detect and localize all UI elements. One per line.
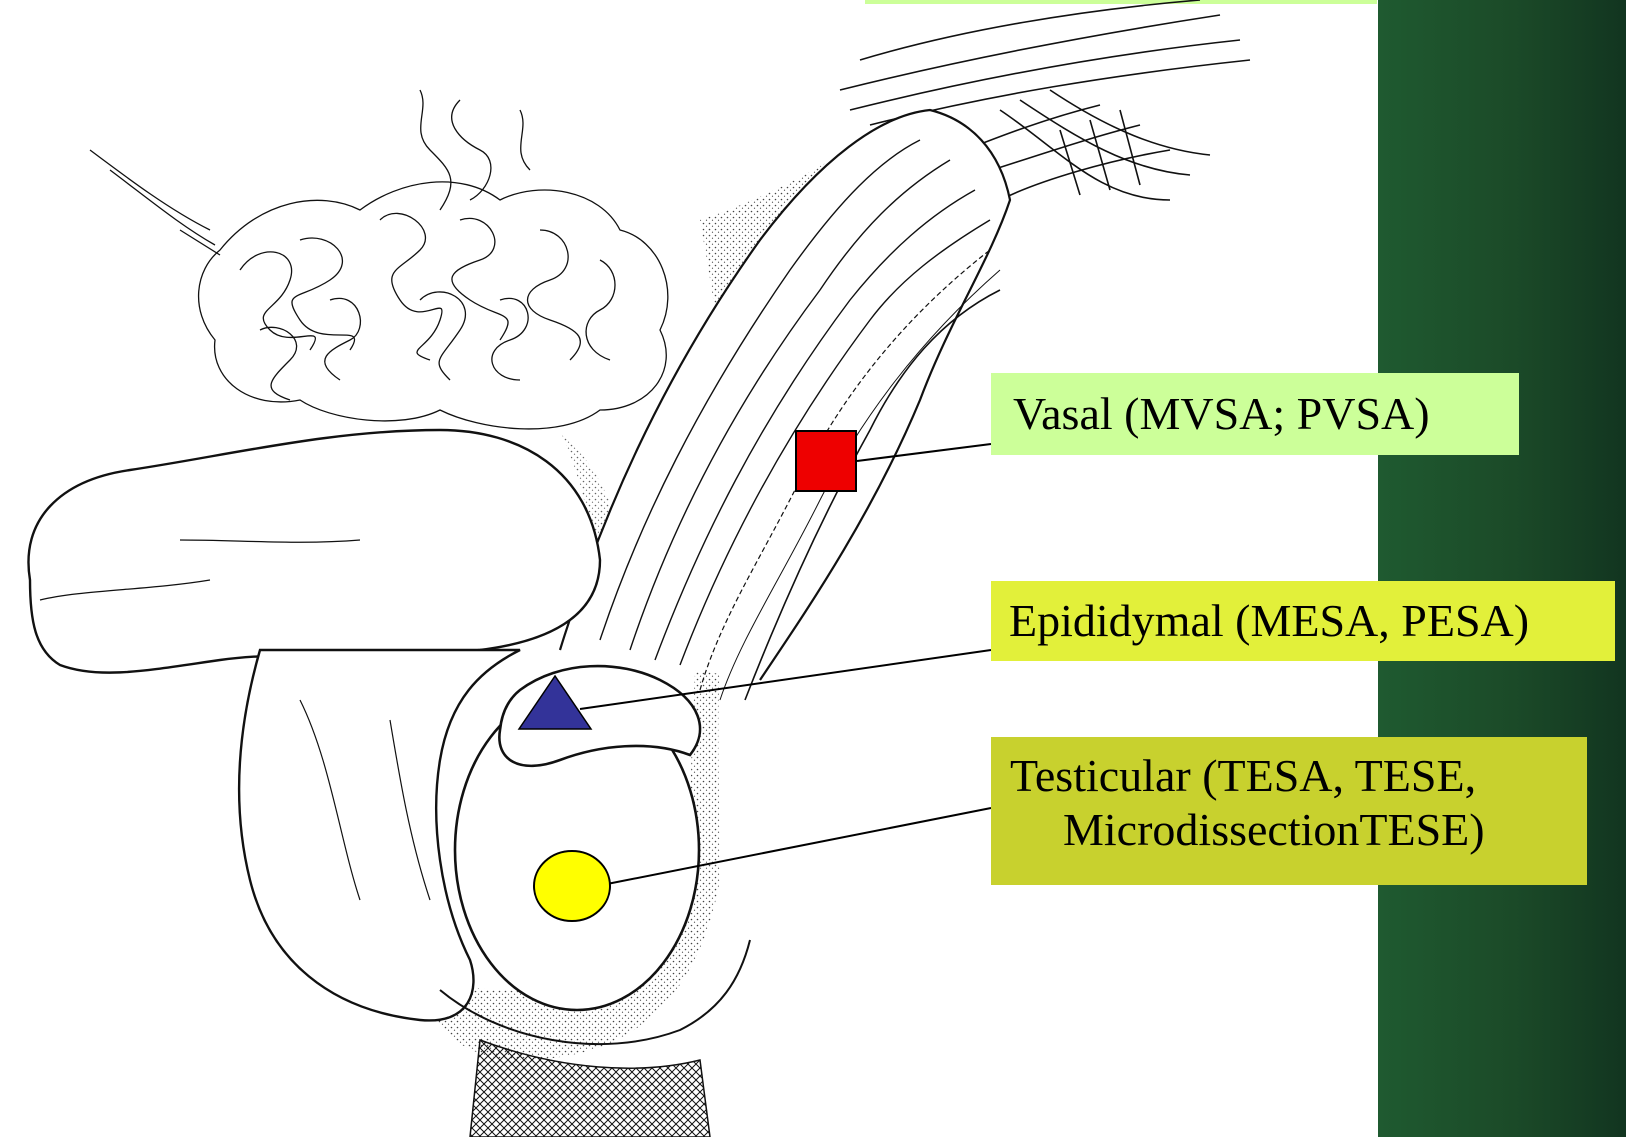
slide-sidebar [1378, 0, 1626, 1137]
epididymal-label: Epididymal (MESA, PESA) [991, 581, 1615, 661]
anatomy-illustration [0, 0, 1378, 1137]
vasal-marker-square [796, 431, 856, 491]
cross-hatching [470, 1040, 710, 1137]
testicular-label-line1: Testicular (TESA, TESE, [1010, 750, 1476, 801]
vasal-label: Vasal (MVSA; PVSA) [991, 373, 1519, 455]
penis-outline [28, 430, 600, 673]
testicular-label-line2: MicrodissectionTESE) [1010, 803, 1587, 857]
testicular-label: Testicular (TESA, TESE, MicrodissectionT… [991, 737, 1587, 885]
epididymal-label-text: Epididymal (MESA, PESA) [1009, 595, 1529, 646]
pubic-hair [90, 90, 668, 429]
testicular-marker-circle [534, 851, 610, 921]
vasal-label-text: Vasal (MVSA; PVSA) [1013, 388, 1430, 439]
